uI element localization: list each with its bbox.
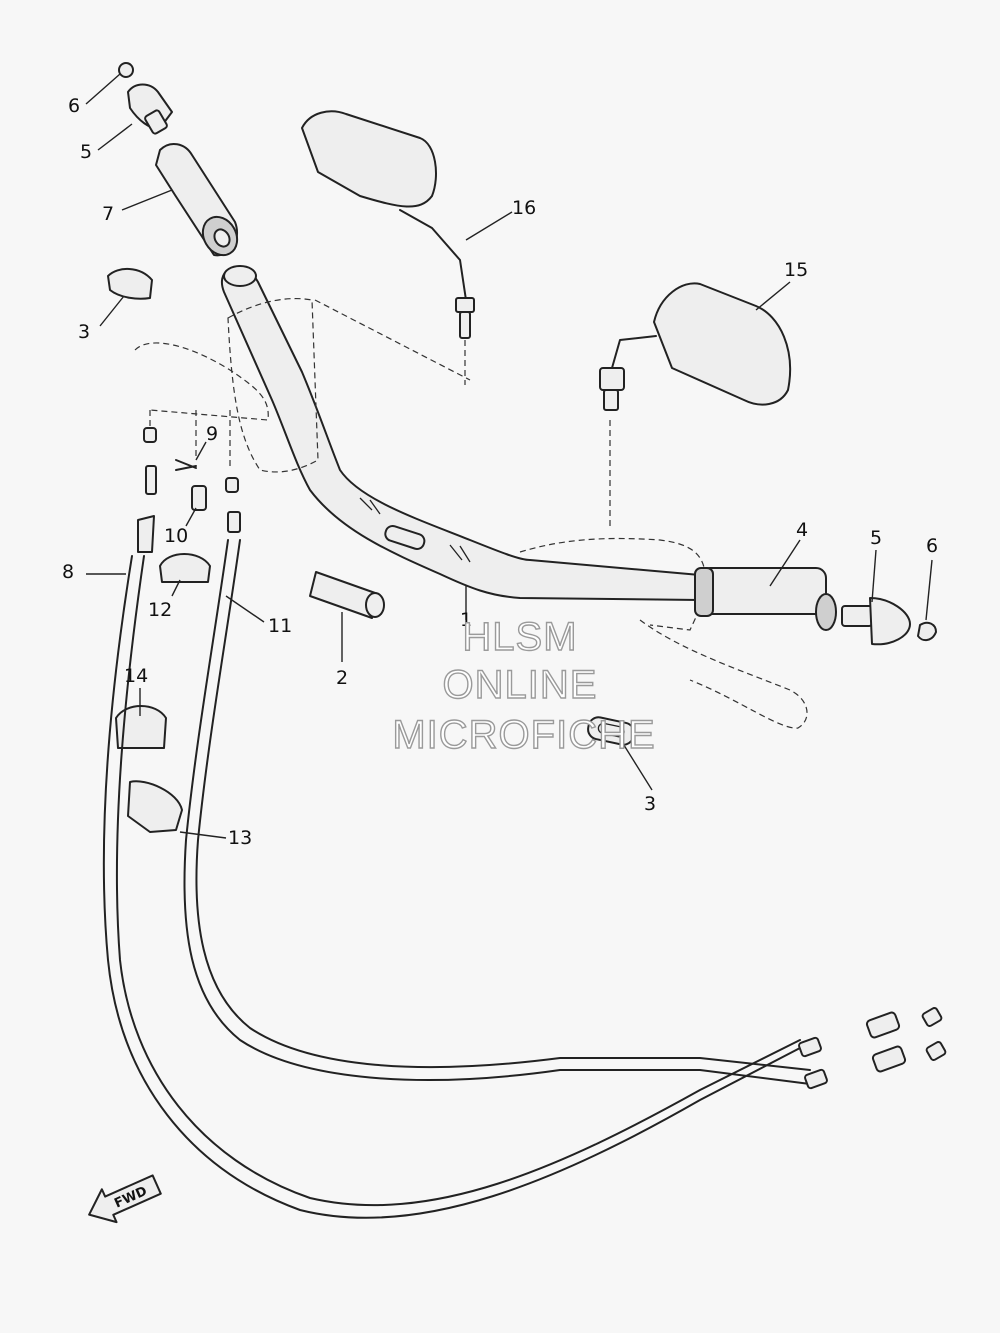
callout-13: 13 — [228, 827, 252, 849]
right-clamp[interactable] — [586, 715, 636, 746]
watermark-line-1: HLSM — [462, 615, 577, 659]
callout-12: 12 — [148, 599, 172, 621]
right-mirror[interactable] — [599, 282, 792, 411]
callout-2: 2 — [336, 667, 348, 689]
callout-1: 1 — [460, 609, 472, 631]
left-grip[interactable] — [155, 143, 244, 261]
bolt-10[interactable] — [191, 485, 207, 511]
callout-7: 7 — [102, 203, 114, 225]
callout-8: 8 — [62, 561, 74, 583]
callout-6-right: 6 — [926, 535, 938, 557]
callout-14: 14 — [124, 665, 148, 687]
right-end-cap[interactable] — [917, 621, 937, 642]
clamp-12[interactable] — [159, 553, 211, 583]
left-bar-end[interactable] — [127, 83, 173, 135]
left-mirror[interactable] — [301, 110, 475, 339]
callout-16: 16 — [512, 197, 536, 219]
callout-5-right: 5 — [870, 527, 882, 549]
forward-arrow-icon: FWD — [88, 1174, 162, 1224]
right-grip[interactable] — [694, 567, 837, 631]
left-clamp[interactable] — [107, 268, 153, 300]
left-end-cap[interactable] — [118, 62, 134, 78]
clamp-14[interactable] — [115, 705, 167, 749]
clutch-cable[interactable] — [102, 555, 801, 1219]
throttle-cable[interactable] — [183, 539, 811, 1085]
cable-fittings — [798, 1007, 947, 1090]
cable-pin-9[interactable] — [175, 459, 197, 471]
callout-15: 15 — [784, 259, 808, 281]
leader-lines — [85, 73, 933, 839]
callout-11: 11 — [268, 615, 292, 637]
clamp-13[interactable] — [127, 780, 183, 833]
callout-10: 10 — [164, 525, 188, 547]
callout-5-left: 5 — [80, 141, 92, 163]
clutch-cable-adjuster[interactable] — [137, 427, 157, 553]
holder-2[interactable] — [309, 571, 385, 619]
watermark: HLSM ONLINE MICROFICHE — [392, 614, 656, 757]
right-bar-end[interactable] — [841, 597, 911, 646]
watermark-line-2: ONLINE — [443, 663, 598, 707]
callout-6-left: 6 — [68, 95, 80, 117]
callout-3-left: 3 — [78, 321, 90, 343]
throttle-cable-end[interactable] — [225, 477, 241, 533]
callout-3-right: 3 — [644, 793, 656, 815]
callout-9: 9 — [206, 423, 218, 445]
callout-4: 4 — [796, 519, 808, 541]
callout-labels: 6 5 7 3 9 10 8 12 11 14 13 2 1 3 4 5 6 1… — [62, 95, 938, 849]
watermark-line-3: MICROFICHE — [392, 713, 655, 757]
